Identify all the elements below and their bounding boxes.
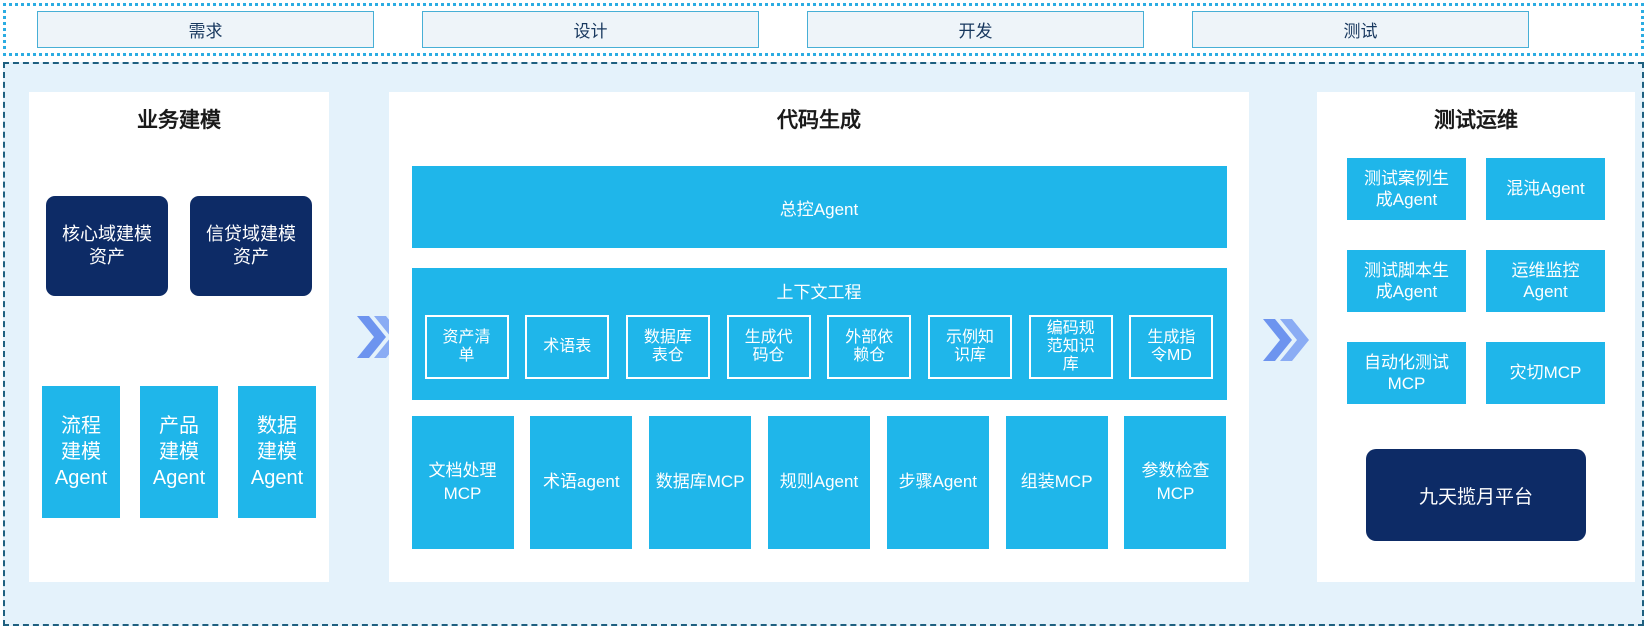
master-agent-bar: 总控Agent	[411, 166, 1227, 248]
panel-code-generation: 代码生成 总控Agent 上下文工程 资产清单 术语表 数据库表仓 生成代码仓 …	[389, 92, 1249, 582]
pipeline-stage-requirements: 需求	[37, 11, 374, 48]
flow-double-chevron-icon	[1263, 319, 1309, 361]
asset-box-row: 核心域建模资产 信贷域建模资产	[29, 196, 329, 296]
process-modeling-agent-box: 流程建模Agent	[42, 386, 120, 518]
glossary-agent-box: 术语agent	[530, 416, 633, 549]
test-case-generation-agent-box: 测试案例生成Agent	[1347, 158, 1466, 220]
assembly-mcp-box: 组装MCP	[1005, 416, 1108, 549]
database-mcp-box: 数据库MCP	[649, 416, 752, 549]
ops-monitoring-agent-box: 运维监控Agent	[1486, 250, 1605, 312]
context-item-coding-standard-kb: 编码规范知识库	[1028, 315, 1113, 379]
panel-title-code-generation: 代码生成	[777, 109, 861, 132]
chaos-agent-box: 混沌Agent	[1486, 158, 1605, 220]
context-item-row: 资产清单 术语表 数据库表仓 生成代码仓 外部依赖仓 示例知识库 编码规范知识库…	[424, 315, 1214, 379]
panel-title-business-modeling: 业务建模	[137, 109, 221, 132]
pipeline-stage-testing: 测试	[1192, 11, 1529, 48]
doc-processing-mcp-box: 文档处理MCP	[411, 416, 514, 549]
tool-box-row: 文档处理MCP 术语agent 数据库MCP 规则Agent 步骤Agent 组…	[411, 416, 1227, 549]
step-agent-box: 步骤Agent	[886, 416, 989, 549]
modeling-agent-row: 流程建模Agent 产品建模Agent 数据建模Agent	[29, 386, 329, 518]
context-engineering-title: 上下文工程	[776, 283, 862, 302]
test-script-generation-agent-box: 测试脚本生成Agent	[1347, 250, 1466, 312]
context-item-example-knowledge-base: 示例知识库	[928, 315, 1013, 379]
context-item-glossary: 术语表	[525, 315, 610, 379]
product-modeling-agent-box: 产品建模Agent	[140, 386, 218, 518]
panel-title-test-ops: 测试运维	[1434, 109, 1518, 132]
panel-test-ops: 测试运维 测试案例生成Agent 混沌Agent 测试脚本生成Agent 运维监…	[1317, 92, 1635, 582]
context-item-external-deps-repo: 外部依赖仓	[827, 315, 912, 379]
pipeline-strip: 需求 设计 开发 测试	[3, 3, 1644, 56]
asset-box-credit-domain: 信贷域建模资产	[190, 196, 312, 296]
context-item-generated-code-repo: 生成代码仓	[726, 315, 811, 379]
disaster-switch-mcp-box: 灾切MCP	[1486, 342, 1605, 404]
panel-business-modeling: 业务建模 核心域建模资产 信贷域建模资产 流程建模Agent 产品建模Agent…	[29, 92, 329, 582]
pipeline-stage-design: 设计	[422, 11, 759, 48]
data-modeling-agent-box: 数据建模Agent	[238, 386, 316, 518]
context-item-generation-instruction-md: 生成指令MD	[1129, 315, 1214, 379]
param-check-mcp-box: 参数检查MCP	[1124, 416, 1227, 549]
ops-box-grid: 测试案例生成Agent 混沌Agent 测试脚本生成Agent 运维监控Agen…	[1317, 158, 1635, 404]
context-item-asset-list: 资产清单	[424, 315, 509, 379]
asset-box-core-domain: 核心域建模资产	[46, 196, 168, 296]
main-container: 业务建模 核心域建模资产 信贷域建模资产 流程建模Agent 产品建模Agent…	[3, 62, 1644, 626]
pipeline-stage-development: 开发	[807, 11, 1144, 48]
context-item-db-table-repo: 数据库表仓	[625, 315, 710, 379]
rule-agent-box: 规则Agent	[767, 416, 870, 549]
automated-testing-mcp-box: 自动化测试MCP	[1347, 342, 1466, 404]
context-engineering-group: 上下文工程 资产清单 术语表 数据库表仓 生成代码仓 外部依赖仓 示例知识库 编…	[411, 268, 1227, 400]
jiutian-lanyue-platform-box: 九天揽月平台	[1366, 449, 1586, 541]
